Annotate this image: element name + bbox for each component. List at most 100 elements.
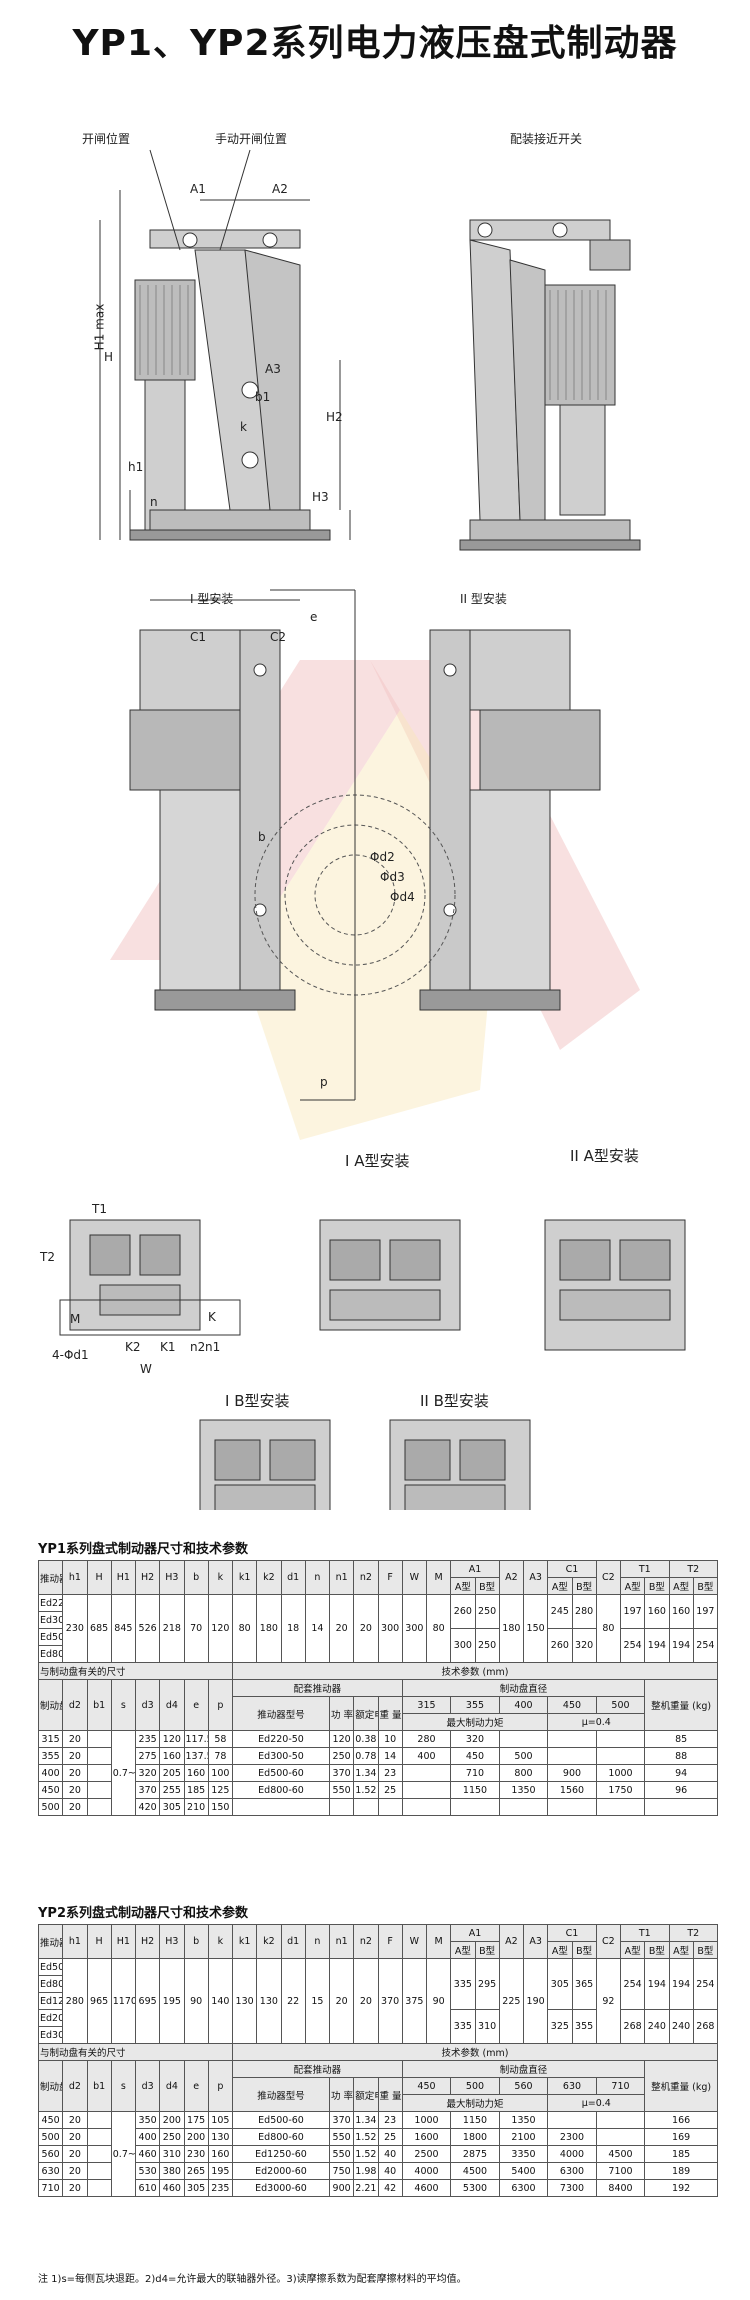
label-d2: Φd2	[370, 850, 395, 864]
column-header: k	[207, 1924, 234, 1959]
column-header: 整机重量 (kg)	[644, 1679, 718, 1731]
table-cell: 194	[644, 1958, 670, 2010]
label-d1: 4-Φd1	[52, 1348, 89, 1362]
tech-section-title: 技术参数 (mm)	[232, 1662, 718, 1680]
column-header: A型	[547, 1941, 573, 1959]
page-title: YP1、YP2系列电力液压盘式制动器	[72, 23, 678, 64]
column-header: k1	[231, 1560, 258, 1595]
column-header: 功 率 (W)	[328, 2077, 355, 2112]
table-cell	[86, 2111, 112, 2129]
label-IA: I A型安装	[345, 1152, 410, 1170]
label-open-pos: 开闸位置	[82, 132, 131, 146]
yp1-spec-table: 推动器型号h1HH1H2H3bkk1k2d1nn1n2FWMA1A2A3C1C2…	[37, 1560, 719, 1816]
table-cell: 1000	[595, 1764, 646, 1782]
column-header: H3	[159, 1560, 185, 1595]
table-cell: 200	[183, 2128, 209, 2146]
column-header: B型	[474, 1577, 500, 1595]
table-cell: 400	[37, 1764, 64, 1782]
table-cell: 14	[304, 1594, 331, 1663]
table-cell: 300	[450, 1628, 476, 1663]
table-cell: 4600	[401, 2179, 452, 2197]
table-cell: 194	[668, 1628, 694, 1663]
column-header: 制动盘径	[37, 2060, 64, 2112]
table-cell	[328, 1798, 355, 1816]
table-cell: 240	[644, 2009, 670, 2044]
label-b1: b1	[255, 390, 271, 404]
table-cell: 20	[62, 1764, 88, 1782]
column-header: 355	[450, 1696, 500, 1714]
table-cell: 6300	[498, 2179, 549, 2197]
table-cell	[401, 1781, 452, 1799]
label-n2: n2	[190, 1340, 206, 1354]
table-cell: 130	[231, 1958, 258, 2044]
table-cell: 90	[183, 1958, 209, 2044]
column-header: k1	[231, 1924, 258, 1959]
table-cell: 800	[498, 1764, 549, 1782]
column-header: p	[207, 1679, 234, 1731]
table-cell: 125	[207, 1781, 234, 1799]
column-header: 500	[595, 1696, 646, 1714]
column-header: 315	[401, 1696, 452, 1714]
table-cell	[401, 1764, 452, 1782]
table-cell: 370	[134, 1781, 161, 1799]
table-cell: 160	[159, 1747, 185, 1765]
table-row: 推动器型号h1HH1H2H3bkk1k2d1nn1n2FWMA1A2A3C1C2…	[37, 1560, 718, 1595]
table-cell: 96	[644, 1781, 718, 1799]
table-cell: 550	[328, 2128, 355, 2146]
table-cell: 117.5	[183, 1730, 209, 1748]
table-cell	[232, 1798, 330, 1816]
table-cell: 2300	[547, 2128, 597, 2146]
column-header: H1	[110, 1924, 137, 1959]
table-cell: 8400	[595, 2179, 646, 2197]
table-cell: 268	[692, 2009, 719, 2044]
table-cell: 710	[37, 2179, 64, 2197]
column-header: C1	[547, 1924, 597, 1942]
column-header: 推动器型号	[37, 1924, 64, 1959]
table-cell: 160	[644, 1594, 670, 1629]
table-cell: 150	[522, 1594, 549, 1663]
table-cell: 450	[450, 1747, 500, 1765]
label-T2: T2	[40, 1250, 55, 1264]
label-b: b	[258, 830, 266, 844]
table-cell: 370	[377, 1958, 403, 2044]
column-header: B型	[644, 1577, 670, 1595]
table-cell: 20	[62, 1798, 88, 1816]
table-cell: 420	[134, 1798, 161, 1816]
label-A3: A3	[265, 362, 281, 376]
column-header: B型	[571, 1941, 597, 1959]
table-cell: 80	[231, 1594, 258, 1663]
label-K: K	[208, 1310, 216, 1324]
column-header: 500	[450, 2077, 500, 2095]
column-header: M	[425, 1924, 452, 1959]
table-cell: 20	[353, 1594, 379, 1663]
column-header: h1	[62, 1560, 88, 1595]
disc-section-title: 与制动盘有关的尺寸	[38, 2043, 233, 2061]
column-header: A型	[619, 1577, 646, 1595]
table-cell: 335	[450, 2009, 476, 2044]
table-cell	[450, 1798, 500, 1816]
table-cell: 500	[37, 1798, 64, 1816]
column-header: A3	[522, 1924, 549, 1959]
table-row: 推动器型号h1HH1H2H3bkk1k2d1nn1n2FWMA1A2A3C1C2…	[37, 1924, 718, 1959]
table-cell: 1.34	[353, 2111, 379, 2129]
column-header: H	[86, 1924, 112, 1959]
label-M: M	[70, 1312, 81, 1326]
technical-drawings: 开闸位置 手动开闸位置 配装接近开关 A1 A2 A3 H1 max H H2 …	[0, 90, 750, 1541]
label-W: W	[140, 1362, 152, 1376]
table-cell: 400	[134, 2128, 161, 2146]
table-cell: 550	[328, 2145, 355, 2163]
column-header: 重 量 (kg)	[377, 1696, 403, 1731]
table-cell: 180	[256, 1594, 282, 1663]
table-cell: 1.98	[353, 2162, 379, 2180]
table-cell: 185	[183, 1781, 209, 1799]
column-header: A1	[450, 1924, 500, 1942]
table-cell	[377, 1798, 403, 1816]
label-K2: K2	[125, 1340, 141, 1354]
table-cell	[86, 2145, 112, 2163]
table-cell: 230	[183, 2145, 209, 2163]
disc-section-title: 与制动盘有关的尺寸	[38, 1662, 233, 1680]
table-cell: 240	[668, 2009, 694, 2044]
table-cell: 900	[547, 1764, 597, 1782]
